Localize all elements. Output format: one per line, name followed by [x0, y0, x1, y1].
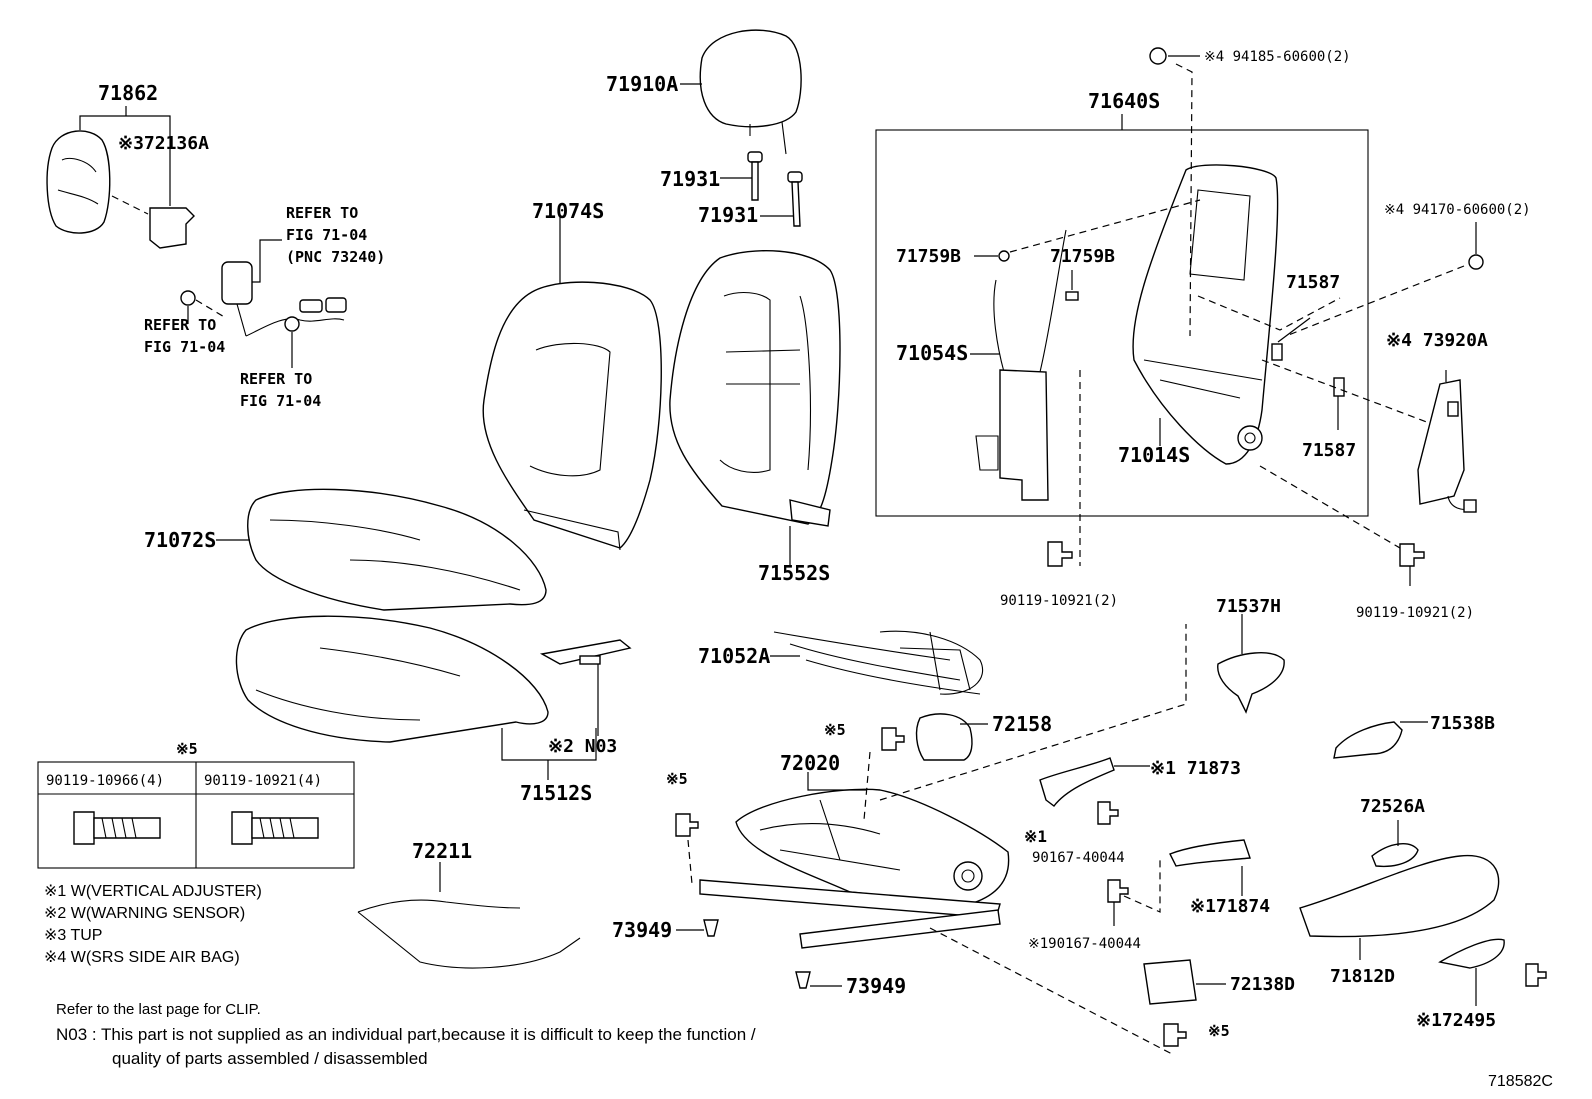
label-72138D: 72138D	[1230, 974, 1295, 995]
note5-marker-c: ※5	[1208, 1022, 1230, 1040]
label-71874: ※171874	[1190, 896, 1270, 917]
label-72211: 72211	[412, 839, 472, 863]
lumbar-support-71054S	[999, 369, 1049, 501]
bracket-71538B: 71538B	[1333, 713, 1495, 759]
seat-cushion-cover-71072S: 71072S	[144, 488, 547, 611]
seatback-pad-71552S: 71552S	[669, 250, 841, 585]
label-90119-10921-a: 90119-10921(2)	[1000, 593, 1118, 609]
label-71862: 71862	[98, 81, 158, 105]
label-73920A: ※4 73920A	[1386, 330, 1488, 351]
label-73949-a: 73949	[612, 918, 672, 942]
bolt-icon-1	[73, 811, 95, 845]
label-90167-mark: ※1	[1024, 827, 1047, 846]
bolt-icon-2	[231, 811, 253, 845]
side-cover-71812D: 72526A 71812D	[1299, 796, 1500, 987]
bolts-90167-40044: ※1 90167-40044 ※190167-40044	[1024, 801, 1161, 952]
legend-item-1: ※1 W(VERTICAL ADJUSTER)	[44, 883, 262, 900]
refer-label-2b: FIG 71-04	[144, 338, 225, 356]
label-72526A: 72526A	[1360, 796, 1425, 817]
label-71587-b: 71587	[1302, 440, 1356, 461]
label-90119-10921-b: 90119-10921(2)	[1356, 605, 1474, 621]
label-71512S: 71512S	[520, 781, 592, 805]
seat-adjuster-72020: 72020	[699, 751, 1010, 949]
label-94170-60600: ※4 94170-60600(2)	[1384, 202, 1531, 218]
note5-marker-a: ※5	[824, 721, 846, 739]
group-71862: 71862 ※372136A	[46, 81, 209, 249]
headrest-supports-71931: 71931 71931	[660, 151, 803, 227]
label-71054S: 71054S	[896, 341, 968, 365]
cover-72158: 72158	[915, 712, 1052, 761]
label-N03: ※2 N03	[548, 736, 617, 757]
headrest-71910A: 71910A	[606, 29, 802, 155]
bolt-table-col-2: 90119-10921(4)	[204, 773, 322, 789]
shield-cover	[46, 130, 111, 234]
refer-label-1a: REFER TO	[286, 204, 358, 222]
refer-label-2a: REFER TO	[144, 316, 216, 334]
lever-71874: ※171874	[1169, 839, 1270, 917]
label-71873: ※1 71873	[1150, 758, 1241, 779]
label-71537H: 71537H	[1216, 596, 1281, 617]
lever-71873: ※1 71873	[1039, 757, 1241, 807]
bracket-72136A	[149, 207, 195, 249]
notes: Refer to the last page for CLIP. N03 : T…	[56, 1001, 1553, 1090]
label-71910A: 71910A	[606, 72, 678, 96]
seatback-cover-71074S: 71074S	[482, 199, 662, 551]
note-n03-line1: N03 : This part is not supplied as an in…	[56, 1025, 756, 1044]
bolt-table-col-1: 90119-10966(4)	[46, 773, 164, 789]
label-72158: 72158	[992, 712, 1052, 736]
label-71759B-a: 71759B	[896, 246, 961, 267]
refer-label-3a: REFER TO	[240, 370, 312, 388]
wire-72211: 72211	[357, 839, 581, 969]
label-71931-a: 71931	[660, 167, 720, 191]
label-72020: 72020	[780, 751, 840, 775]
label-71074S: 71074S	[532, 199, 604, 223]
label-71640S: 71640S	[1088, 89, 1160, 113]
seatback-frame-box-71640S: 71640S 71014S 71054S 71759B 71759B 71587…	[875, 89, 1449, 517]
bracket-71537H: 71537H	[1216, 596, 1285, 714]
label-72495: ※172495	[1416, 1010, 1496, 1031]
refer-label-1b: FIG 71-04	[286, 226, 367, 244]
note-n03-line2: quality of parts assembled / disassemble…	[112, 1049, 428, 1068]
fasteners-73949: 73949 73949	[612, 918, 906, 998]
seat-cushion-pad-71512S: 71512S	[235, 615, 597, 805]
seatback-frame-71014S	[1132, 164, 1279, 465]
legend-item-2: ※2 W(WARNING SENSOR)	[44, 905, 245, 922]
spring-assembly-71052A: 71052A	[698, 630, 983, 695]
note-clip: Refer to the last page for CLIP.	[56, 1001, 261, 1018]
warning-sensor-N03: ※2 N03	[539, 639, 632, 757]
label-71052A: 71052A	[698, 644, 770, 668]
label-71072S: 71072S	[144, 528, 216, 552]
label-71931-b: 71931	[698, 203, 758, 227]
figure-code: 718582C	[1488, 1073, 1553, 1090]
label-94185-60600: ※4 94185-60600(2)	[1204, 49, 1351, 65]
part-72138D: 72138D	[1143, 959, 1295, 1005]
label-90167-40044-a: 90167-40044	[1032, 850, 1125, 866]
seat-belt-buckle: REFER TO FIG 71-04 (PNC 73240) REFER TO …	[144, 204, 385, 410]
legend-item-4: ※4 W(SRS SIDE AIR BAG)	[44, 949, 240, 966]
label-71014S: 71014S	[1118, 443, 1190, 467]
part-72495: ※172495	[1416, 938, 1547, 1031]
label-71552S: 71552S	[758, 561, 830, 585]
bolt-table: ※5 90119-10966(4) 90119-10921(4)	[37, 740, 355, 869]
label-73949-b: 73949	[846, 974, 906, 998]
frame-fasteners: ※4 94185-60600(2) ※4 94170-60600(2) 9011…	[1000, 47, 1531, 621]
label-71587-a: 71587	[1286, 272, 1340, 293]
label-71538B: 71538B	[1430, 713, 1495, 734]
label-71759B-b: 71759B	[1050, 246, 1115, 267]
label-90167-40044-b: ※190167-40044	[1028, 936, 1141, 952]
bolts-note-5: ※5 ※5 ※5	[666, 624, 1230, 1055]
legend-item-3: ※3 TUP	[44, 927, 102, 944]
side-airbag-73920A: ※4 73920A	[1386, 330, 1488, 513]
label-71812D: 71812D	[1330, 966, 1395, 987]
label-72136A: ※372136A	[118, 133, 209, 154]
refer-label-1c: (PNC 73240)	[286, 248, 385, 266]
refer-label-3b: FIG 71-04	[240, 392, 321, 410]
bolt-table-heading: ※5	[176, 740, 198, 758]
legend: ※1 W(VERTICAL ADJUSTER) ※2 W(WARNING SEN…	[44, 883, 262, 966]
note5-marker-b: ※5	[666, 770, 688, 788]
